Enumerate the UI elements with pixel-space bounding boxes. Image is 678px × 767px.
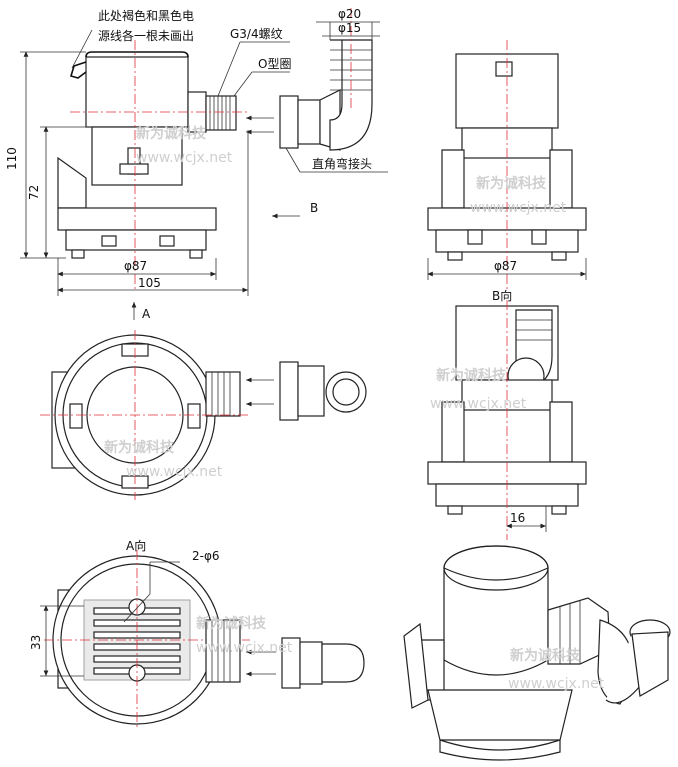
watermark-cn: 新为诚科技	[476, 175, 547, 192]
watermark-url: www.wcjx.net	[126, 464, 223, 480]
elbow-label: 直角弯接头	[312, 156, 372, 171]
wire-note-line2: 源线各一根未画出	[98, 28, 194, 43]
elbow-connector-front	[246, 8, 373, 151]
dim-d87-front: φ87	[124, 259, 147, 273]
watermark-cn: 新为诚科技	[104, 439, 175, 456]
front-dimensions	[20, 21, 388, 320]
dim-h33: 33	[29, 635, 43, 650]
isometric-view	[403, 545, 671, 761]
side-view	[427, 40, 587, 290]
dim-d15: φ15	[338, 21, 361, 35]
dim-w105: 105	[138, 276, 161, 290]
dim-w16: 16	[510, 511, 525, 525]
oring-label: O型圈	[258, 57, 291, 71]
wire-note-line1: 此处褐色和黑色电	[98, 8, 194, 23]
thread-hatch-a	[211, 620, 231, 682]
arrow-a-label: A	[142, 307, 151, 321]
dim-h110: 110	[5, 147, 19, 170]
arrow-b-label: B	[310, 201, 318, 215]
watermark-cn: 新为诚科技	[436, 367, 507, 384]
watermark-url: www.wcjx.net	[470, 200, 567, 216]
dim-holes: 2-φ6	[192, 549, 220, 563]
dim-d87-side: φ87	[494, 259, 517, 273]
dim-d20: φ20	[338, 7, 361, 21]
a-view	[40, 550, 365, 730]
dim-h72: 72	[27, 185, 41, 200]
thread-hatch-top	[211, 372, 231, 416]
watermark-url: www.wcjx.net	[196, 640, 293, 656]
watermark-cn: 新为诚科技	[196, 615, 267, 632]
view-a-title: A向	[126, 538, 146, 553]
watermark-cn: 新为诚科技	[510, 647, 581, 664]
watermark-url: www.wcjx.net	[508, 676, 605, 692]
front-view	[57, 40, 250, 290]
iso-thread	[559, 600, 581, 664]
thread-label: G3/4螺纹	[230, 27, 283, 41]
watermark-cn: 新为诚科技	[136, 125, 207, 142]
b-view	[427, 300, 587, 540]
view-b-title: B向	[492, 288, 512, 303]
watermark-url: www.wcjx.net	[430, 396, 527, 412]
top-view	[40, 330, 367, 500]
watermark-url: www.wcjx.net	[136, 150, 233, 166]
thread-hatch	[209, 96, 231, 130]
barb-hatch-b	[516, 319, 552, 341]
